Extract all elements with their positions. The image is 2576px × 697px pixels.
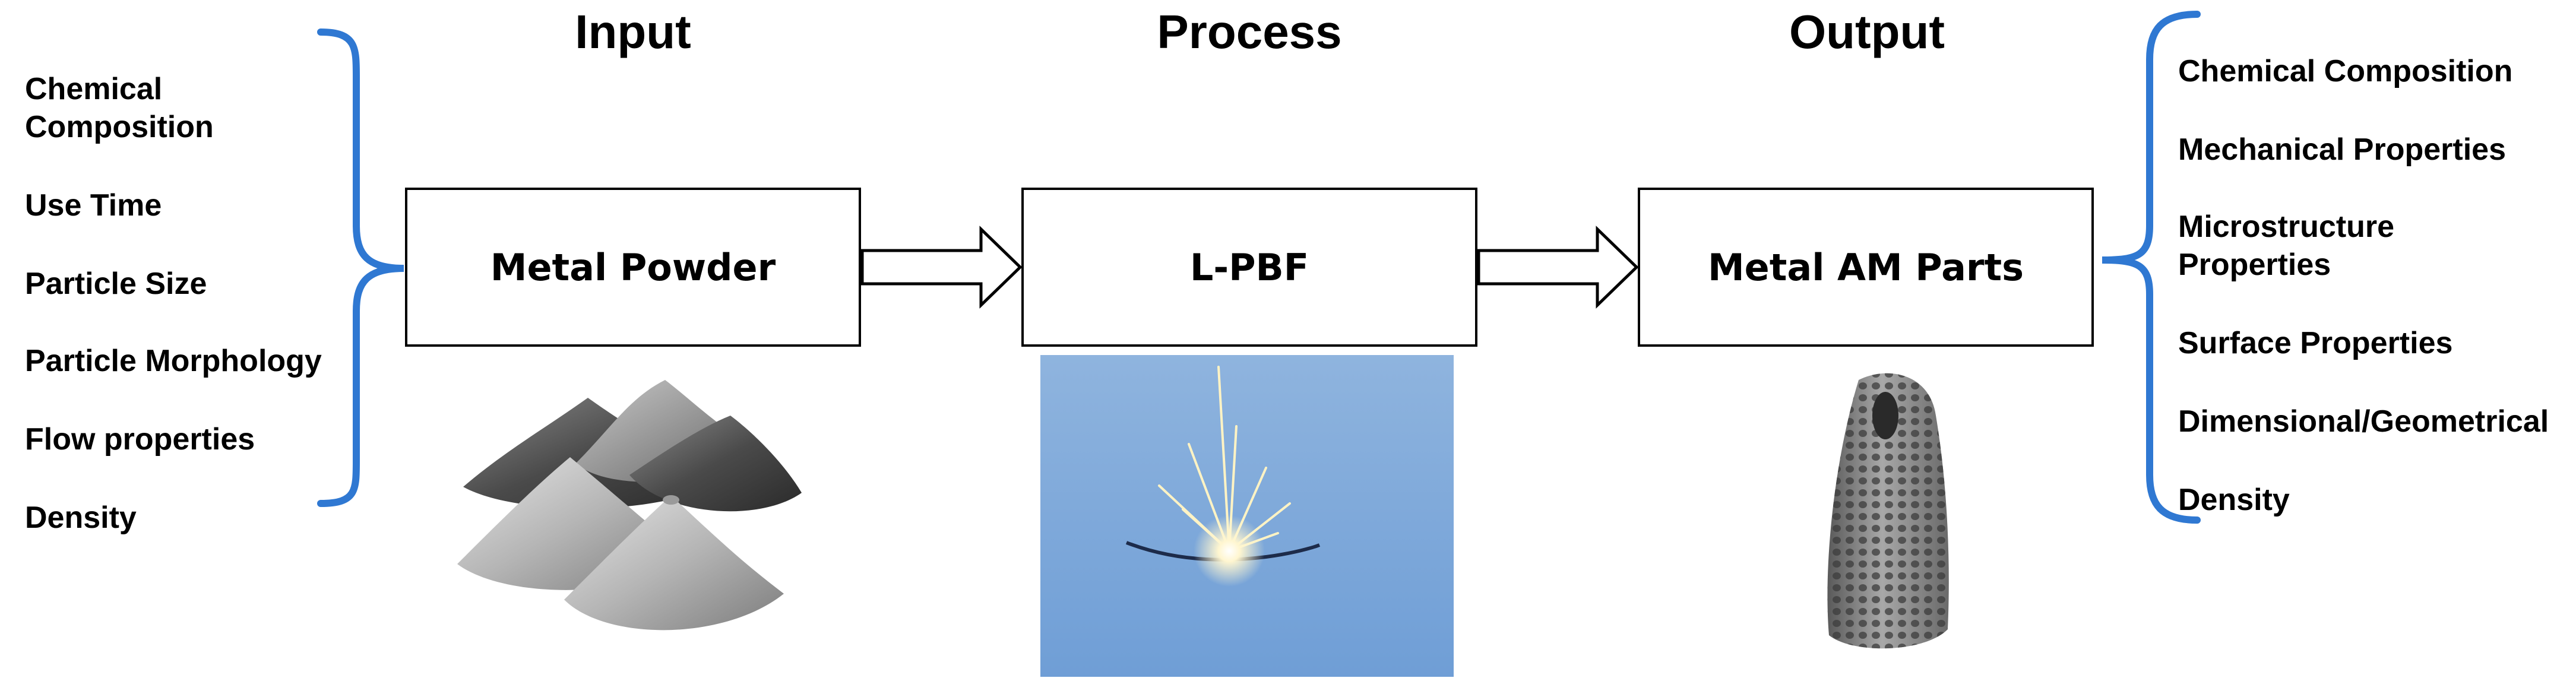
laser-melting-photo bbox=[1040, 355, 1454, 677]
input-factor-flow-properties: Flow properties bbox=[25, 422, 255, 457]
output-property-microstructure: Microstructure Properties bbox=[2178, 210, 2395, 282]
output-property-density: Density bbox=[2178, 483, 2290, 517]
output-curly-bracket bbox=[2102, 11, 2201, 524]
output-property-mechanical: Mechanical Properties bbox=[2178, 132, 2506, 167]
metal-powder-piles-icon bbox=[457, 380, 802, 631]
output-property-dimensional-geometrical: Dimensional/Geometrical bbox=[2178, 404, 2549, 439]
lpbf-box: L-PBF bbox=[1021, 188, 1477, 347]
output-heading: Output bbox=[1789, 5, 1945, 58]
arrow-powder-to-lpbf-icon bbox=[861, 226, 1023, 309]
metal-powder-box: Metal Powder bbox=[405, 188, 861, 347]
input-factor-particle-morphology: Particle Morphology bbox=[25, 344, 322, 378]
metal-am-parts-label: Metal AM Parts bbox=[1707, 245, 2024, 289]
output-property-surface: Surface Properties bbox=[2178, 326, 2453, 360]
output-property-chemical-composition: Chemical Composition bbox=[2178, 54, 2513, 88]
metal-am-parts-box: Metal AM Parts bbox=[1638, 188, 2094, 347]
arrow-lpbf-to-parts-icon bbox=[1477, 226, 1639, 309]
lattice-metal-part-icon bbox=[1827, 373, 1949, 649]
input-curly-bracket bbox=[317, 28, 404, 507]
input-factor-chemical-composition: Chemical Composition bbox=[25, 72, 214, 144]
process-heading: Process bbox=[1157, 5, 1342, 58]
input-factor-density: Density bbox=[25, 500, 137, 535]
input-factor-particle-size: Particle Size bbox=[25, 267, 207, 301]
lpbf-label: L-PBF bbox=[1189, 245, 1309, 289]
input-factor-use-time: Use Time bbox=[25, 188, 162, 223]
metal-powder-label: Metal Powder bbox=[490, 245, 776, 289]
input-heading: Input bbox=[575, 5, 691, 58]
